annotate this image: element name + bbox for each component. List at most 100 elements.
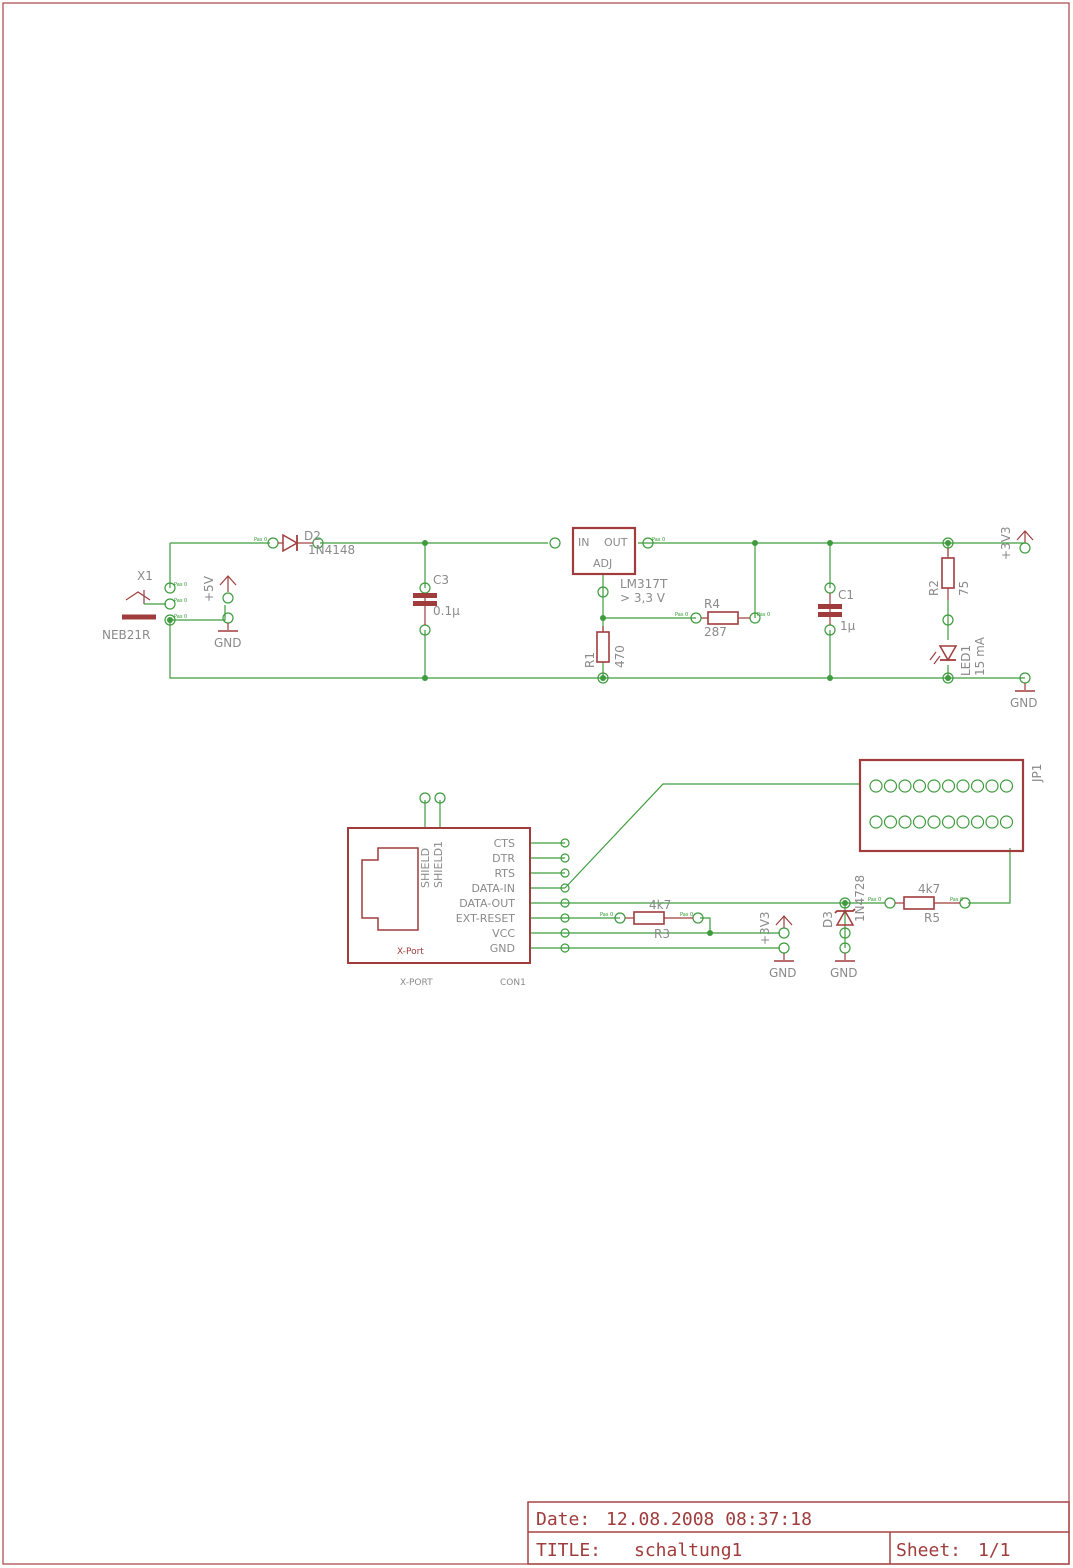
supply-3v3-xport-label: +3V3 xyxy=(758,911,772,945)
r1-resistor: R1 470 xyxy=(583,626,627,684)
xport-ref-label: CON1 xyxy=(500,978,526,988)
pin-tag: Pas 0 xyxy=(757,612,770,618)
xport-module: X-Port X-PORT CON1 SHIELD SHIELD1 xyxy=(347,792,531,988)
pin-tags: Pas 0 Pas 0 Pas 0 Pas 0 Pas 0 Pas 0 Pas … xyxy=(174,537,963,918)
supply-5v-label: +5V xyxy=(202,575,216,602)
regulator-name: LM317T xyxy=(620,577,668,591)
xport-pin-cts: CTS xyxy=(494,837,515,850)
supply-5v: +5V xyxy=(202,575,237,604)
supply-3v3-power-label: +3V3 xyxy=(999,526,1013,560)
r3-value: 4k7 xyxy=(649,898,671,912)
c3-name: C3 xyxy=(433,573,449,587)
c3-capacitor: C3 0.1µ xyxy=(413,573,460,636)
d2-diode: D2 1N4148 xyxy=(267,529,355,557)
pin-tag: Pas 0 xyxy=(680,912,693,918)
title-block: Date: 12.08.2008 08:37:18 TITLE: schaltu… xyxy=(527,1501,1070,1565)
jp1-pad xyxy=(912,815,927,829)
xport-pin-labels: CTS DTR RTS DATA-IN DATA-OUT EXT-RESET V… xyxy=(456,837,516,955)
gnd-d3-label: GND xyxy=(830,966,858,980)
supply-3v3-power: +3V3 xyxy=(999,526,1034,560)
jp1-pad xyxy=(883,779,898,793)
led1-name: LED1 xyxy=(959,645,973,676)
jp1-pad xyxy=(898,815,912,829)
r5-name: R5 xyxy=(924,911,940,925)
r5-resistor: 4k7 R5 xyxy=(884,882,971,925)
jp1-pad xyxy=(970,779,985,793)
pin-tag: Pas 0 xyxy=(254,537,267,543)
pin-tag: Pas 0 xyxy=(868,897,881,903)
jp1-pad xyxy=(956,779,970,793)
power-junctions xyxy=(167,540,951,681)
xport-pin-ext-reset: EXT-RESET xyxy=(456,912,515,925)
xport-shield-label-1: SHIELD1 xyxy=(432,841,445,888)
regulator-pin-adj: ADJ xyxy=(593,557,612,570)
jp1-label: JP1 xyxy=(1030,764,1044,783)
r4-name: R4 xyxy=(704,597,720,611)
jp1-pad xyxy=(985,779,999,793)
r3-resistor: 4k7 R3 xyxy=(614,898,704,941)
xport-part-label: X-PORT xyxy=(400,978,433,988)
x1-connector: X1 NEB21R xyxy=(102,569,176,642)
r4-resistor: R4 287 xyxy=(690,597,761,639)
x1-name: X1 xyxy=(137,569,153,583)
d2-name: D2 xyxy=(304,529,321,543)
jp1-pad xyxy=(999,779,1014,793)
gnd-xport-label: GND xyxy=(769,966,797,980)
supply-3v3-xport: +3V3 xyxy=(758,911,793,945)
gnd-xport: GND xyxy=(769,942,797,980)
pin-tag: Pas 0 xyxy=(950,897,963,903)
regulator-note: > 3,3 V xyxy=(620,591,666,605)
xport-pin-vcc: VCC xyxy=(492,927,515,940)
jp1-pad xyxy=(912,779,927,793)
gnd-power-right: GND xyxy=(1010,672,1038,710)
xport-pin-dtr: DTR xyxy=(492,852,515,865)
led1: LED1 15 mA xyxy=(929,614,987,684)
sheet-value: 1/1 xyxy=(978,1540,1011,1561)
c1-capacitor: C1 1µ xyxy=(818,582,856,636)
r1-name: R1 xyxy=(583,652,597,668)
c3-value: 0.1µ xyxy=(433,604,460,618)
jp1-pad xyxy=(883,815,898,829)
jp1-pad xyxy=(956,815,970,829)
jp1-pad xyxy=(999,815,1014,829)
xport-pin-gnd: GND xyxy=(490,942,515,955)
xport-shield-label-0: SHIELD xyxy=(419,848,432,888)
r3-name: R3 xyxy=(654,927,670,941)
r2-resistor: R2 75 xyxy=(927,537,971,600)
xport-junctions xyxy=(707,900,848,936)
jp1-pad xyxy=(927,815,941,829)
pin-tag: Pas 0 xyxy=(600,912,613,918)
c1-value: 1µ xyxy=(840,619,856,633)
pin-tag: Pas 0 xyxy=(675,612,688,618)
jp1-pad xyxy=(927,779,941,793)
gnd-x1-label: GND xyxy=(214,636,242,650)
jp1-pad xyxy=(941,779,956,793)
led1-value: 15 mA xyxy=(973,636,987,676)
d3-zener: D3 1N4728 GND xyxy=(821,875,867,980)
r2-name: R2 xyxy=(927,580,941,596)
jp1-pad xyxy=(970,815,985,829)
pin-tag: Pas 0 xyxy=(174,614,187,620)
xport-pin-data-in: DATA-IN xyxy=(471,882,515,895)
r4-value: 287 xyxy=(704,625,727,639)
pin-tag: Pas 0 xyxy=(652,537,665,543)
d3-value: 1N4728 xyxy=(853,875,867,922)
r2-value: 75 xyxy=(957,581,971,596)
xport-pin-rts: RTS xyxy=(494,867,515,880)
d3-name: D3 xyxy=(821,911,835,928)
c1-name: C1 xyxy=(838,588,854,602)
title-label: TITLE: xyxy=(536,1540,601,1561)
jp1-pad xyxy=(869,815,883,829)
jp1-pad xyxy=(985,815,999,829)
r1-value: 470 xyxy=(613,645,627,668)
jp1-pad xyxy=(941,815,956,829)
x1-value: NEB21R xyxy=(102,628,150,642)
d2-value: 1N4148 xyxy=(308,543,355,557)
regulator-pin-in: IN xyxy=(578,536,589,549)
sheet-label: Sheet: xyxy=(896,1540,961,1561)
jp1-pad xyxy=(898,779,912,793)
lm317-regulator: IN OUT ADJ LM317T > 3,3 V xyxy=(549,526,668,605)
gnd-x1: GND xyxy=(214,612,242,650)
